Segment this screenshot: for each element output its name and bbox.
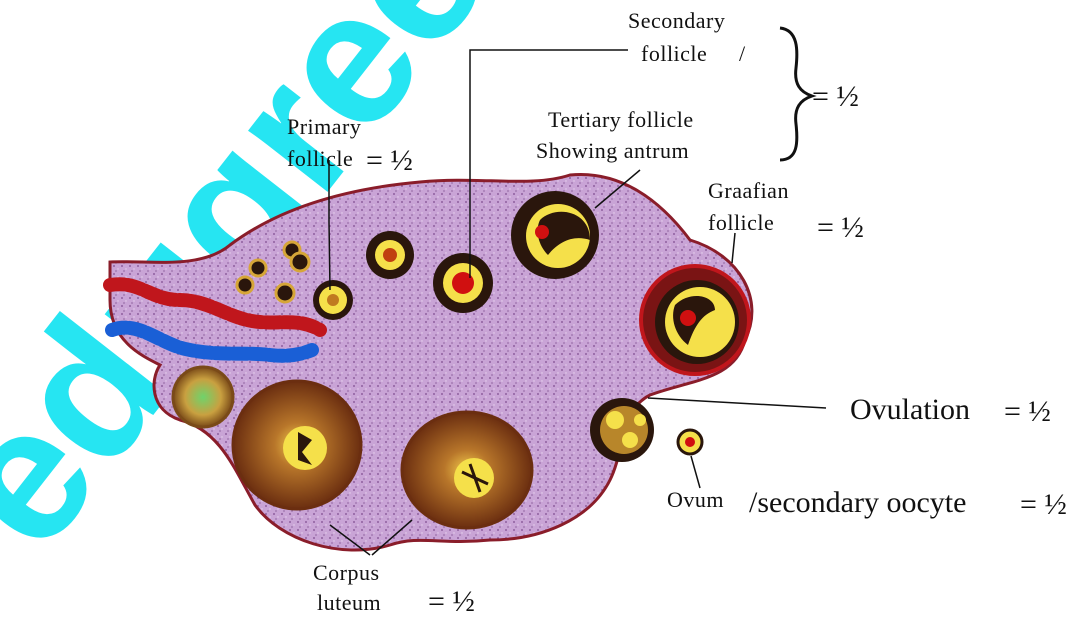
label-ovulation: Ovulation xyxy=(850,395,970,425)
label-graafian-score: = ½ xyxy=(817,211,864,245)
graafian-follicle xyxy=(641,266,749,374)
label-graafian-follicle-line1: Graafian xyxy=(708,180,789,202)
growing-follicle xyxy=(366,231,414,279)
label-primary-follicle-line1: Primary xyxy=(287,116,361,138)
label-graafian-follicle-line2: follicle xyxy=(708,212,774,234)
secondary-follicle xyxy=(433,253,493,313)
label-primary-score: = ½ xyxy=(366,144,413,178)
label-corpus-score: = ½ xyxy=(428,585,475,619)
tertiary-follicle xyxy=(511,191,599,279)
ovulating-follicle xyxy=(590,398,654,462)
released-ovum xyxy=(678,430,702,454)
label-ovulation-score: = ½ xyxy=(1004,395,1051,429)
label-secondary-follicle-slash: / xyxy=(739,43,746,65)
label-tertiary-follicle-line1: Tertiary follicle xyxy=(548,109,694,131)
corpus-albicans xyxy=(173,367,233,427)
label-bracket-score: = ½ xyxy=(812,80,859,114)
label-ovum: Ovum xyxy=(667,489,724,511)
label-corpus-luteum-line1: Corpus xyxy=(313,562,380,584)
label-primary-follicle-line2: follicle xyxy=(287,148,353,170)
label-secondary-follicle-line2: follicle xyxy=(641,43,707,65)
label-secondary-oocyte: /secondary oocyte xyxy=(749,488,966,518)
label-tertiary-follicle-line2: Showing antrum xyxy=(536,140,689,162)
corpus-luteum-medium xyxy=(402,412,532,528)
primary-follicle xyxy=(313,280,353,320)
label-ovum-score: = ½ xyxy=(1020,488,1067,522)
brace-icon xyxy=(780,28,812,160)
label-secondary-follicle-line1: Secondary xyxy=(628,10,725,32)
label-corpus-luteum-line2: luteum xyxy=(317,592,381,614)
corpus-luteum-large xyxy=(233,381,361,509)
